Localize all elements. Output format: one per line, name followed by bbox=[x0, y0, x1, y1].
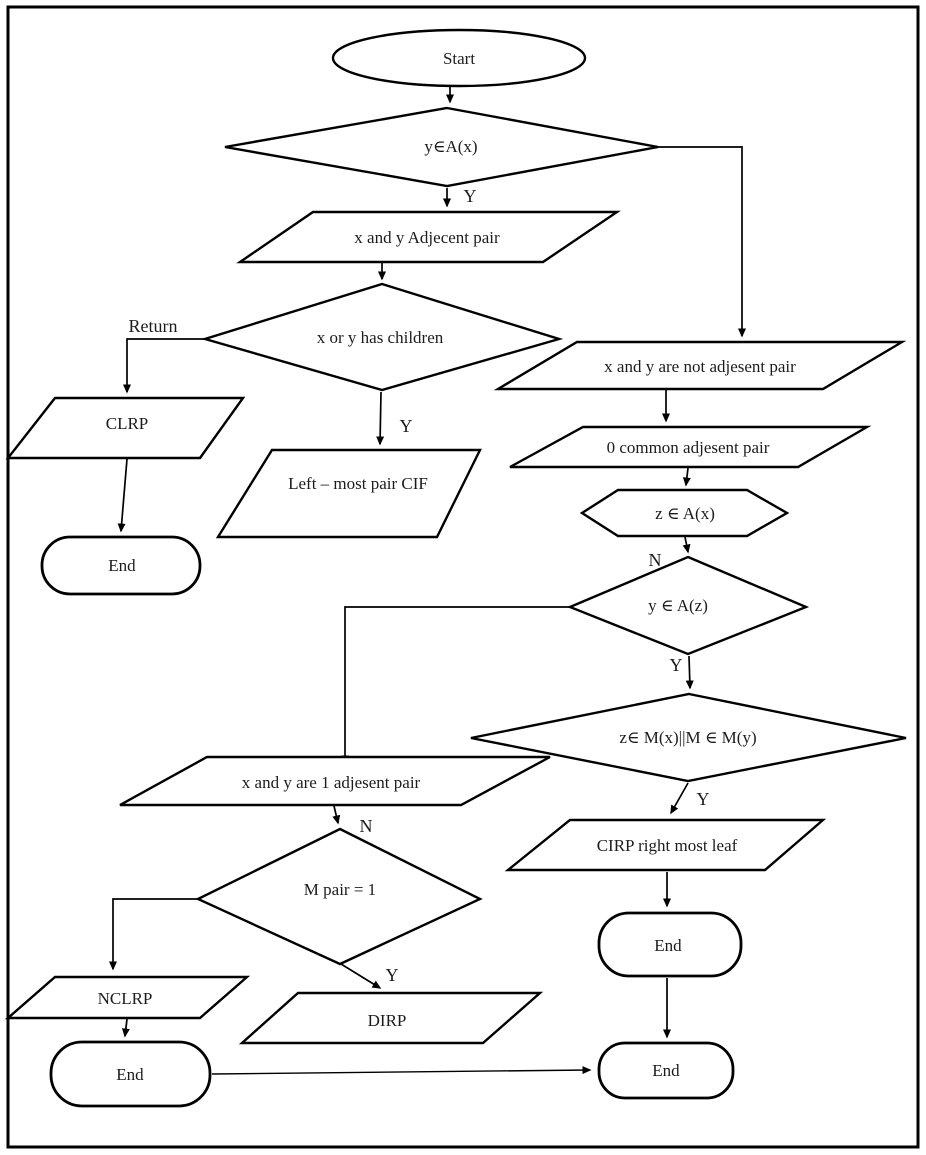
edge-label-p7-no: N bbox=[360, 816, 373, 836]
node-decision-y-in-Az: y ∈ A(z) bbox=[566, 555, 810, 656]
edge-label-return: Return bbox=[129, 316, 178, 336]
edge-labels: Y Return Y N Y Y N Y bbox=[129, 186, 710, 985]
node-end-4: End bbox=[49, 1040, 212, 1108]
hexagon-label: z ∈ A(x) bbox=[655, 504, 715, 523]
connector-d5-p8 bbox=[109, 898, 198, 971]
end-terminator-shape bbox=[597, 1041, 735, 1100]
start-label: Start bbox=[443, 49, 475, 68]
page-border bbox=[6, 5, 920, 1149]
end-terminator-shape bbox=[49, 1040, 212, 1108]
connector-p5-hex bbox=[682, 467, 691, 487]
connector-hex-d3 bbox=[682, 536, 691, 554]
connector-d2-p3-yes bbox=[376, 391, 385, 446]
parallelogram-shape bbox=[236, 210, 621, 264]
decision-diamond-shape bbox=[200, 282, 564, 392]
io-label: NCLRP bbox=[98, 989, 153, 1008]
node-io-dirp: DIRP bbox=[238, 991, 544, 1045]
decision-label: x or y has children bbox=[317, 328, 444, 347]
node-hexagon-z-in-Ax: z ∈ A(x) bbox=[579, 488, 790, 538]
decision-diamond-shape bbox=[224, 106, 659, 188]
end-terminator-shape bbox=[40, 535, 202, 596]
edge-label-d3-yes: Y bbox=[670, 655, 683, 675]
io-label: 0 common adjesent pair bbox=[607, 438, 770, 457]
node-end-1: End bbox=[40, 535, 202, 596]
decision-diamond-shape bbox=[195, 827, 483, 966]
end-label: End bbox=[652, 1061, 680, 1080]
end-terminator-shape bbox=[597, 911, 743, 978]
hexagon-shape bbox=[579, 488, 790, 538]
node-io-leftmost-pair: Left – most pair CIF bbox=[215, 448, 482, 539]
decision-diamond-shape bbox=[566, 555, 810, 656]
parallelogram-shape bbox=[4, 975, 251, 1020]
edge-label-d2-yes: Y bbox=[400, 416, 413, 436]
parallelogram-shape bbox=[119, 755, 551, 807]
connector-d2-p2-return bbox=[123, 338, 205, 394]
node-io-common-adjesent-pair: 0 common adjesent pair bbox=[509, 425, 872, 469]
end-label: End bbox=[116, 1065, 144, 1084]
io-label: x and y are 1 adjesent pair bbox=[242, 773, 421, 792]
parallelogram-shape bbox=[504, 818, 827, 872]
io-label: DIRP bbox=[368, 1011, 407, 1030]
io-label: Left – most pair CIF bbox=[288, 474, 428, 493]
end-label: End bbox=[654, 936, 682, 955]
edge-label-d4-yes: Y bbox=[697, 789, 710, 809]
connector-p8-e4 bbox=[121, 1018, 130, 1038]
decision-diamond-shape bbox=[470, 692, 907, 783]
node-decision-m-pair: M pair = 1 bbox=[195, 827, 483, 966]
connector-d1-p4 bbox=[658, 146, 746, 338]
connector-d3-d4-yes bbox=[685, 655, 694, 690]
parallelogram-shape bbox=[215, 448, 482, 539]
connector-d3-p7 bbox=[341, 606, 570, 765]
decision-label: M pair = 1 bbox=[304, 880, 376, 899]
connector-e4-e3 bbox=[211, 1066, 592, 1075]
io-label: x and y are not adjesent pair bbox=[604, 357, 796, 376]
node-io-one-adjesent-pair: x and y are 1 adjesent pair bbox=[119, 755, 551, 807]
io-label: CIRP right most leaf bbox=[597, 836, 738, 855]
parallelogram-shape bbox=[238, 991, 544, 1045]
decision-label: y ∈ A(z) bbox=[648, 596, 708, 615]
edge-label-d1-yes: Y bbox=[464, 186, 477, 206]
node-io-cirp-right-most-leaf: CIRP right most leaf bbox=[504, 818, 827, 872]
node-decision-z-in-Mx: z∈ M(x)||M ∈ M(y) bbox=[470, 692, 907, 783]
parallelogram-shape bbox=[5, 396, 246, 460]
connector-d5-p9-yes bbox=[340, 963, 382, 989]
io-label: x and y Adjecent pair bbox=[354, 228, 500, 247]
start-terminator-shape bbox=[331, 28, 587, 88]
node-decision-y-in-Ax: y∈A(x) bbox=[224, 106, 659, 188]
decision-label: z∈ M(x)||M ∈ M(y) bbox=[619, 728, 756, 747]
node-io-clrp: CLRP bbox=[5, 396, 246, 460]
connector-d4-p6-yes bbox=[670, 782, 689, 815]
connector-p7-d5-no bbox=[332, 805, 341, 825]
io-label: CLRP bbox=[106, 414, 149, 433]
connector-p2-e1 bbox=[117, 458, 128, 533]
parallelogram-shape bbox=[493, 340, 907, 391]
node-io-nclrp: NCLRP bbox=[4, 975, 251, 1020]
end-label: End bbox=[108, 556, 136, 575]
edge-label-hex-no: N bbox=[649, 550, 662, 570]
node-io-not-adjesent-pair: x and y are not adjesent pair bbox=[493, 340, 907, 391]
decision-label: y∈A(x) bbox=[424, 137, 477, 156]
node-end-3: End bbox=[597, 1041, 735, 1100]
node-decision-has-children: x or y has children bbox=[200, 282, 564, 392]
node-start: Start bbox=[331, 28, 587, 88]
node-io-adjecent-pair: x and y Adjecent pair bbox=[236, 210, 621, 264]
edge-label-d5-yes: Y bbox=[386, 965, 399, 985]
connectors bbox=[109, 87, 746, 1075]
node-end-2: End bbox=[597, 911, 743, 978]
parallelogram-shape bbox=[509, 425, 872, 469]
